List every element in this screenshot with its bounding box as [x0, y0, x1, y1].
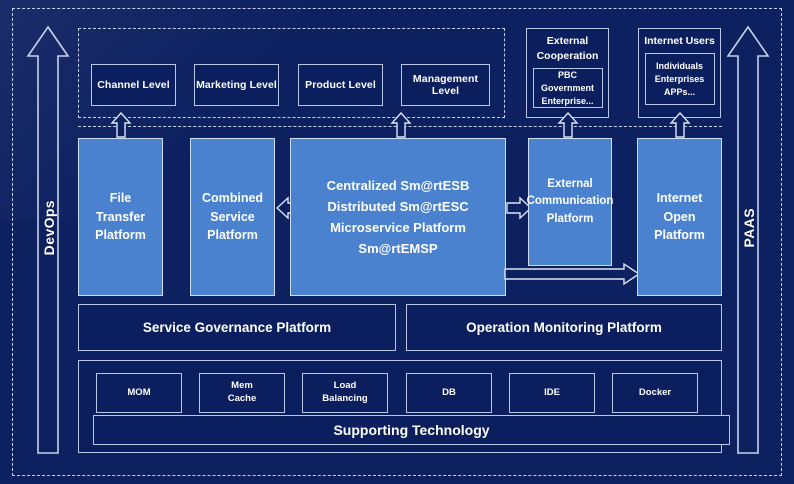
devops-label: DevOps [41, 200, 57, 256]
service-governance-platform[interactable]: Service Governance Platform [78, 304, 396, 351]
devops-arrow [26, 25, 70, 455]
level-box-product[interactable]: Product Level [298, 64, 383, 106]
arrow-up-external-communication [557, 111, 579, 138]
esb-line1: Centralized Sm@rtESB [326, 177, 470, 193]
paas-label: PAAS [741, 208, 757, 248]
combined-service-line1: Combined [201, 190, 264, 205]
tech-db-line1: DB [442, 386, 456, 398]
arrow-up-file-transfer [110, 111, 132, 138]
platform-combined-service[interactable]: Combined Service Platform [190, 138, 275, 296]
platform-file-transfer[interactable]: File Transfer Platform [78, 138, 163, 296]
file-transfer-line1: File [109, 190, 132, 205]
tech-mem-cache-line2: Cache [227, 393, 257, 404]
outer-dashed-frame [12, 8, 782, 476]
internet-open-line2: Open [663, 209, 696, 224]
tech-box-load-balancing[interactable]: Load Balancing [302, 373, 388, 413]
external-cooperation-title-line1: External [546, 35, 589, 47]
tech-box-db[interactable]: DB [406, 373, 492, 413]
tech-mem-cache-line1: Mem [231, 380, 253, 392]
tech-box-ide[interactable]: IDE [509, 373, 595, 413]
arrow-up-internet-open [669, 111, 691, 138]
level-box-marketing[interactable]: Marketing Level [194, 64, 279, 106]
arrow-right-esb-to-external-comm [506, 196, 533, 220]
tech-box-mom[interactable]: MOM [96, 373, 182, 413]
internet-users-box[interactable]: Internet Users Individuals Enterprises A… [638, 28, 721, 118]
arrow-right-esb-to-internet-open [504, 262, 641, 286]
external-communication-line3: Platform [546, 212, 594, 225]
external-cooperation-detail-line1: PBC Government [540, 69, 594, 93]
esb-line3: Microservice Platform Sm@rtEMSP [330, 220, 466, 257]
supporting-technology-bar[interactable]: Supporting Technology [93, 415, 730, 445]
business-levels-group [78, 28, 505, 118]
platform-internet-open[interactable]: Internet Open Platform [637, 138, 722, 296]
internet-open-line3: Platform [654, 228, 705, 243]
combined-service-line3: Platform [207, 228, 258, 243]
operation-monitoring-platform[interactable]: Operation Monitoring Platform [406, 304, 722, 351]
external-cooperation-detail-line2: Enterprise... [541, 95, 594, 106]
paas-arrow [726, 25, 770, 455]
file-transfer-line3: Platform [95, 228, 146, 243]
tech-box-docker[interactable]: Docker [612, 373, 698, 413]
external-communication-line2: Communication [526, 195, 614, 208]
internet-users-title: Internet Users [644, 35, 715, 47]
tech-docker-line1: Docker [638, 386, 672, 398]
esb-line2: Distributed Sm@rtESC [327, 198, 469, 214]
arrow-up-esb [390, 111, 412, 138]
external-cooperation-title-line2: Cooperation [536, 50, 599, 63]
external-cooperation-box[interactable]: External Cooperation PBC Government Ente… [526, 28, 609, 118]
tech-box-mem-cache[interactable]: Mem Cache [199, 373, 285, 413]
platform-external-communication[interactable]: External Communication Platform [526, 138, 614, 266]
internet-users-detail-line2: Enterprises [654, 73, 705, 84]
internet-users-detail: Individuals Enterprises APPs... [644, 53, 715, 106]
platform-esb[interactable]: Centralized Sm@rtESB Distributed Sm@rtES… [290, 138, 506, 296]
level-box-channel[interactable]: Channel Level [91, 64, 176, 106]
level-box-management[interactable]: Management Level [401, 64, 490, 106]
combined-service-line2: Service [210, 209, 255, 224]
internet-users-detail-line1: Individuals [655, 60, 703, 71]
tech-mom-line1: MOM [127, 386, 151, 398]
tech-load-balancing-line1: Load [333, 380, 357, 392]
tech-load-balancing-line2: Balancing [322, 393, 368, 404]
tech-ide-line1: IDE [544, 386, 560, 398]
external-communication-line1: External [547, 178, 593, 191]
file-transfer-line2: Transfer [95, 209, 146, 224]
external-cooperation-detail: PBC Government Enterprise... [532, 68, 603, 109]
internet-users-detail-line3: APPs... [663, 86, 695, 97]
internet-open-line1: Internet [656, 190, 703, 205]
